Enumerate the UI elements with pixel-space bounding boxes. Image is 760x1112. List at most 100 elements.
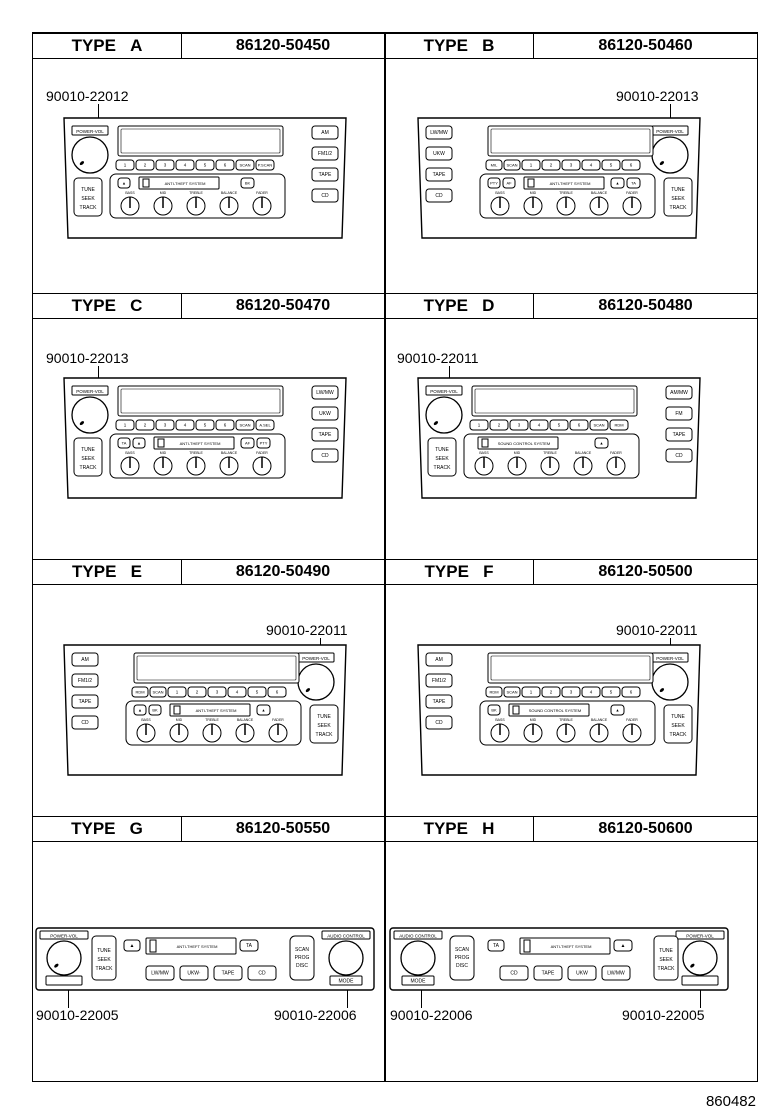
- preset-button-6-label: 6: [224, 163, 227, 168]
- power-vol-label: POWER-VOL: [302, 656, 330, 661]
- source-button: [533, 965, 563, 981]
- power-vol-label: POWER-VOL: [656, 129, 684, 134]
- source-button-lwmw-label: LW/MW: [430, 130, 448, 136]
- power-vol-base: [681, 975, 719, 986]
- source-button-am: [425, 652, 453, 667]
- preset-button-5: [549, 419, 569, 431]
- small-button: [117, 177, 131, 189]
- small-button: [610, 704, 625, 716]
- knob-label: TREBLE: [559, 718, 573, 722]
- preset-button-1-label: 1: [124, 423, 127, 428]
- small-button: [240, 177, 255, 189]
- part-number: 86120-50450: [235, 37, 331, 54]
- source-button-tape-label: TAPE: [319, 172, 332, 178]
- preset-button-4: [529, 419, 549, 431]
- source-button-cd-label: CD: [435, 193, 443, 199]
- small-button-label: ▲: [122, 180, 126, 185]
- function-button: [255, 159, 275, 171]
- mode-button: [401, 975, 435, 986]
- source-button: [601, 965, 631, 981]
- anti-theft-label: ANTI-THEFT SYSTEM: [196, 708, 237, 713]
- small-button-label: ▲: [616, 180, 620, 185]
- preset-button-4-label: 4: [184, 163, 187, 168]
- small-button: [487, 704, 501, 716]
- knob-label: BALANCE: [221, 451, 238, 455]
- source-button-cd-label: CD: [675, 453, 683, 459]
- preset-button-1: [469, 419, 489, 431]
- callout-h-right: 90010-22005: [622, 1007, 705, 1023]
- power-vol-label-box: [39, 930, 89, 940]
- function-button-label: MIL: [491, 162, 498, 167]
- header-type-c: TYPE C 86120-50470: [32, 293, 385, 319]
- preset-button-1-label: 1: [478, 423, 481, 428]
- function-button-label: RDM: [135, 689, 144, 694]
- part-number: 86120-50550: [235, 820, 331, 837]
- preset-button-1: [167, 686, 187, 698]
- preset-button-5-label: 5: [204, 423, 207, 428]
- cassette-slot-icon: [157, 438, 165, 448]
- source-button-am: [71, 652, 99, 667]
- type-label: TYPE G: [33, 817, 182, 841]
- power-vol-knob: [71, 396, 109, 434]
- power-vol-label-box: [71, 125, 109, 136]
- small-button: [256, 437, 271, 449]
- source-button-label: LW/MW: [607, 971, 625, 977]
- function-button-label: SCAN: [239, 422, 250, 427]
- callout-e: 90010-22011: [266, 622, 348, 638]
- tune-seek-track-button: [663, 177, 693, 217]
- knob-mark: [54, 963, 59, 968]
- preset-button-4: [175, 419, 195, 431]
- preset-button-5-label: 5: [558, 423, 561, 428]
- source-button-ukw-label: UKW: [319, 411, 331, 417]
- small-button: [610, 177, 625, 189]
- small-button-label: BK: [152, 707, 158, 712]
- knob-label: BASS: [125, 451, 135, 455]
- power-vol-label-box: [71, 385, 109, 396]
- power-vol-label: POWER-VOL: [76, 389, 104, 394]
- diagram-code: 860482: [705, 1093, 756, 1110]
- power-vol-knob: [46, 940, 82, 976]
- power-vol-label-box: [425, 385, 463, 396]
- type-label: TYPE F: [385, 560, 534, 584]
- source-button-tape-label: TAPE: [79, 699, 92, 705]
- source-button-fm12: [425, 673, 453, 688]
- part-number: 86120-50600: [598, 820, 693, 837]
- cassette-slot-icon: [512, 705, 520, 715]
- source-button-ukw-label: UKW: [433, 151, 445, 157]
- preset-button-6-label: 6: [630, 163, 633, 168]
- type-label: TYPE C: [33, 294, 182, 318]
- knob-label: MID: [514, 451, 521, 455]
- tune-label: TRACK: [658, 966, 676, 972]
- callout-f: 90010-22011: [616, 622, 698, 638]
- source-button: [499, 965, 529, 981]
- tune-label: TUNE: [659, 948, 673, 954]
- preset-button-2-label: 2: [196, 690, 199, 695]
- scan-label: DISC: [456, 963, 468, 969]
- function-button-label: SCAN: [506, 162, 517, 167]
- display-inner: [136, 655, 297, 681]
- source-button: [213, 965, 243, 981]
- audio-control-knob: [328, 940, 364, 976]
- knob-mark: [79, 421, 85, 426]
- knob-mark: [79, 161, 85, 166]
- tune-label: TRACK: [670, 205, 688, 211]
- leader-line: [670, 104, 671, 122]
- callout-c: 90010-22013: [46, 350, 129, 366]
- preset-button-5-label: 5: [610, 163, 613, 168]
- tune-label: TRACK: [80, 205, 98, 211]
- small-button: [132, 437, 146, 449]
- small-button: [240, 437, 255, 449]
- part-number: 86120-50460: [598, 37, 693, 54]
- tune-label: TUNE: [435, 447, 449, 453]
- anti-theft-label: ANTI-THEFT SYSTEM: [550, 181, 591, 186]
- preset-button-6: [215, 159, 235, 171]
- preset-button-1-label: 1: [530, 163, 533, 168]
- small-button: [626, 177, 641, 189]
- function-button: [485, 686, 503, 698]
- knob-label: MID: [530, 191, 537, 195]
- preset-button-5-label: 5: [610, 690, 613, 695]
- header-type-b: TYPE B 86120-50460: [384, 33, 758, 59]
- small-button-label: ▲: [138, 707, 142, 712]
- knob-label: BASS: [479, 451, 489, 455]
- knob-label: BASS: [495, 191, 505, 195]
